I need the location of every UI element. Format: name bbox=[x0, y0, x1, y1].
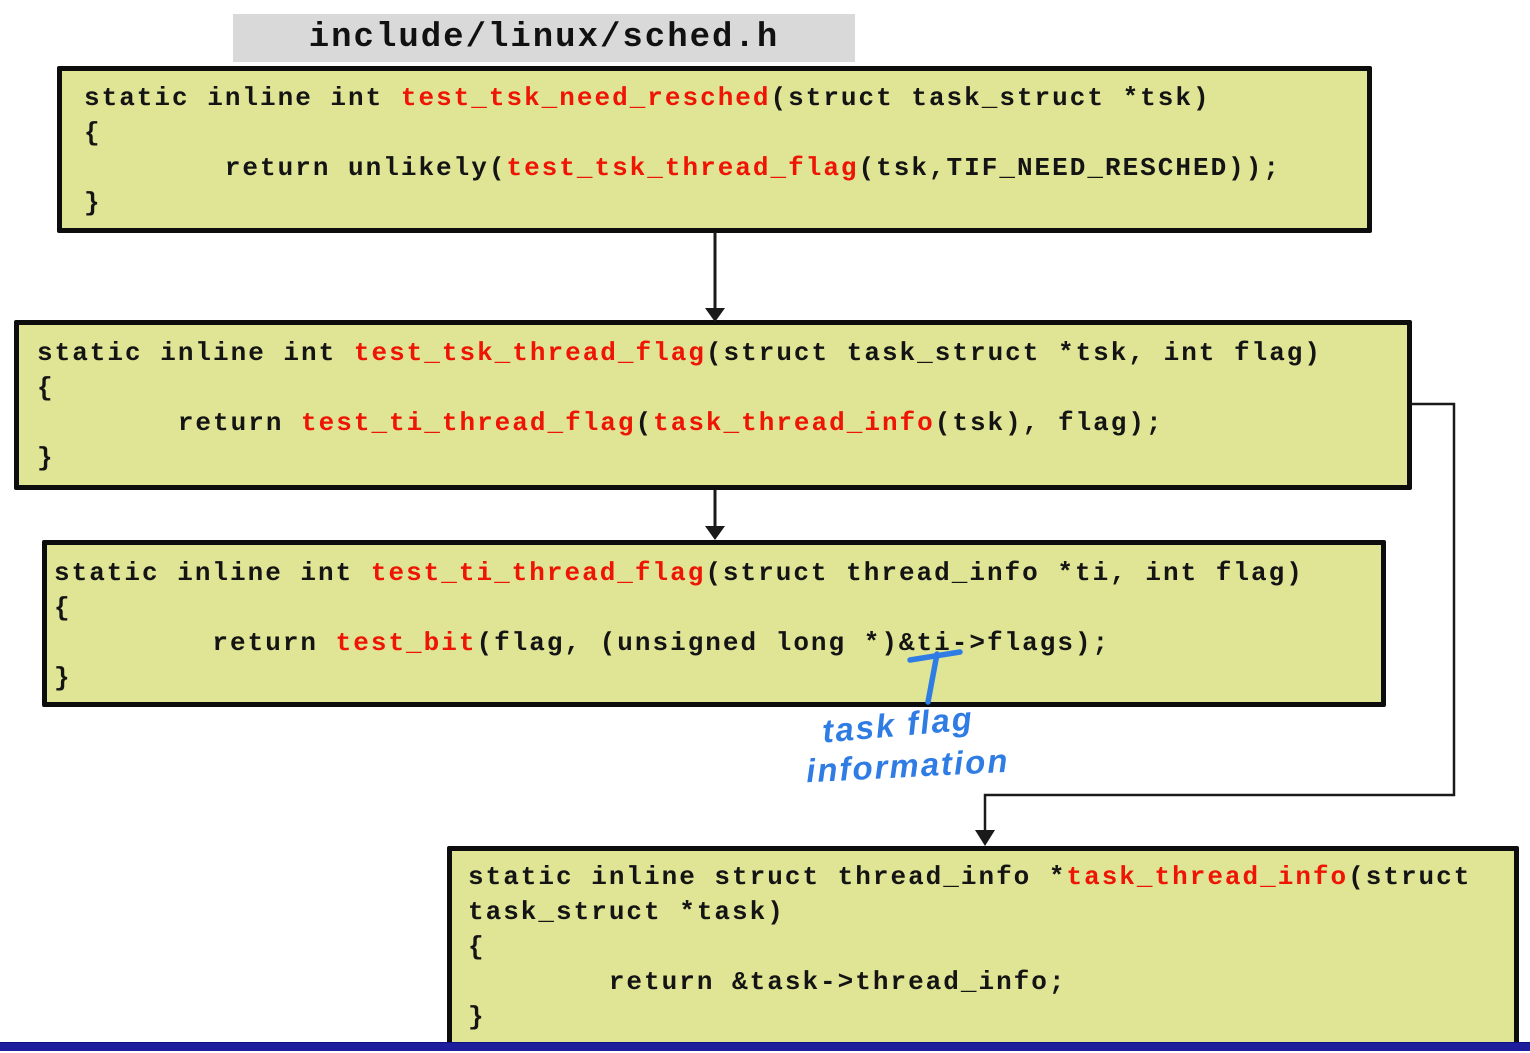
file-path-text: include/linux/sched.h bbox=[308, 19, 780, 57]
code-line: { bbox=[37, 371, 1407, 406]
code-segment: (tsk), flag); bbox=[934, 408, 1164, 438]
code-segment-function-name: test_tsk_thread_flag bbox=[506, 153, 859, 183]
code-line: } bbox=[54, 661, 1381, 696]
code-segment: { bbox=[468, 932, 486, 962]
code-segment: (tsk,TIF_NEED_RESCHED)); bbox=[858, 153, 1281, 183]
file-path-header: include/linux/sched.h bbox=[233, 14, 855, 62]
code-line: { bbox=[84, 116, 1367, 151]
slide-bottom-bar bbox=[0, 1042, 1530, 1051]
code-segment: (flag, (unsigned long *)&ti->flags); bbox=[476, 628, 1111, 658]
code-box-test-tsk-thread-flag: static inline int test_tsk_thread_flag(s… bbox=[14, 320, 1412, 490]
code-segment-function-name: task_thread_info bbox=[653, 408, 935, 438]
code-segment: return bbox=[54, 628, 336, 658]
code-segment: { bbox=[37, 373, 55, 403]
code-line: return unlikely(test_tsk_thread_flag(tsk… bbox=[84, 151, 1367, 186]
code-segment: static inline int bbox=[84, 83, 401, 113]
code-segment-function-name: task_thread_info bbox=[1066, 862, 1349, 892]
code-segment: } bbox=[37, 443, 55, 473]
code-line: static inline int test_tsk_thread_flag(s… bbox=[37, 336, 1407, 371]
code-segment: return &task->thread_info; bbox=[468, 967, 1067, 997]
code-box-test-tsk-need-resched: static inline int test_tsk_need_resched(… bbox=[57, 66, 1372, 233]
code-line: static inline struct thread_info *task_t… bbox=[468, 860, 1514, 895]
code-line: } bbox=[84, 186, 1367, 221]
code-box-test-ti-thread-flag: static inline int test_ti_thread_flag(st… bbox=[42, 540, 1386, 707]
code-segment: static inline int bbox=[54, 558, 371, 588]
code-segment: (struct thread_info *ti, int flag) bbox=[705, 558, 1304, 588]
code-segment: (struct task_struct *tsk) bbox=[770, 83, 1211, 113]
code-segment: static inline int bbox=[37, 338, 354, 368]
code-segment: (struct task_struct *tsk, int flag) bbox=[705, 338, 1323, 368]
code-segment-function-name: test_ti_thread_flag bbox=[370, 558, 706, 588]
code-segment: { bbox=[54, 593, 72, 623]
code-segment: (struct bbox=[1348, 862, 1472, 892]
code-segment: } bbox=[468, 1002, 486, 1032]
code-line: { bbox=[54, 591, 1381, 626]
code-line: } bbox=[37, 441, 1407, 476]
code-line: return &task->thread_info; bbox=[468, 965, 1514, 1000]
code-box-task-thread-info: static inline struct thread_info *task_t… bbox=[447, 846, 1519, 1047]
code-line: static inline int test_ti_thread_flag(st… bbox=[54, 556, 1381, 591]
code-line: return test_bit(flag, (unsigned long *)&… bbox=[54, 626, 1381, 661]
code-segment-function-name: test_tsk_need_resched bbox=[400, 83, 771, 113]
code-segment: } bbox=[54, 663, 72, 693]
code-segment: ( bbox=[635, 408, 654, 438]
code-segment-function-name: test_ti_thread_flag bbox=[301, 408, 636, 438]
code-segment: } bbox=[84, 188, 102, 218]
code-line: task_struct *task) bbox=[468, 895, 1514, 930]
code-line: return test_ti_thread_flag(task_thread_i… bbox=[37, 406, 1407, 441]
code-segment: return bbox=[37, 408, 302, 438]
flow-arrow-box2-to-box3 bbox=[705, 490, 725, 540]
code-segment: static inline struct thread_info * bbox=[468, 862, 1067, 892]
code-segment: task_struct *task) bbox=[468, 897, 785, 927]
code-segment-function-name: test_tsk_thread_flag bbox=[353, 338, 706, 368]
code-segment-function-name: test_bit bbox=[335, 628, 477, 658]
code-line: static inline int test_tsk_need_resched(… bbox=[84, 81, 1367, 116]
code-line: } bbox=[468, 1000, 1514, 1035]
code-line: { bbox=[468, 930, 1514, 965]
code-segment: return unlikely( bbox=[84, 153, 507, 183]
flow-arrow-box1-to-box2 bbox=[705, 232, 725, 322]
code-segment: { bbox=[84, 118, 102, 148]
handwritten-note-line1: task flag bbox=[820, 699, 976, 750]
